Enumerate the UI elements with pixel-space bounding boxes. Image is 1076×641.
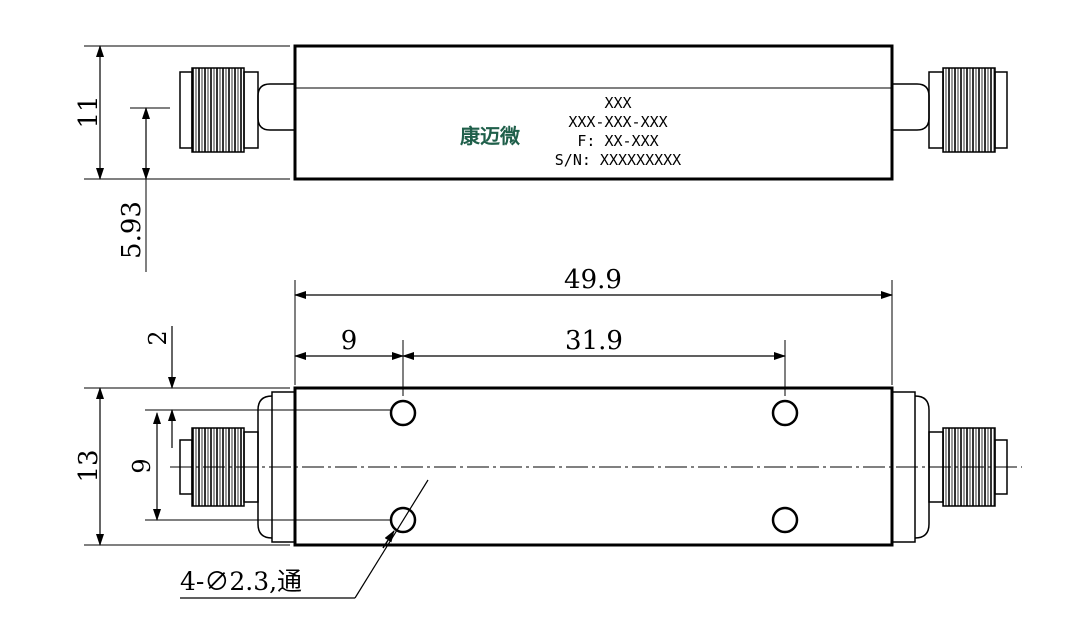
label-line-3: F: XX-XXX: [577, 132, 658, 150]
sma-connector-left-top: [179, 67, 295, 153]
dim-text-319: 31.9: [565, 326, 623, 356]
mounting-hole-top-right: [771, 399, 799, 427]
dim-text-2: 2: [144, 330, 172, 345]
dim-text-11: 11: [74, 95, 104, 128]
mounting-hole-bottom-right: [771, 506, 799, 534]
dim-text-9v: 9: [128, 458, 156, 473]
top-view: 康迈微 XXX XXX-XXX-XXX F: XX-XXX S/N: XXXXX…: [74, 44, 1008, 272]
dim-text-13: 13: [74, 449, 104, 482]
dim-text-9h: 9: [341, 326, 358, 356]
hole-callout-text: 4-∅2.3,通: [180, 567, 302, 596]
sma-connector-right-top: [892, 67, 1008, 153]
sma-connector-right-bottom: [891, 391, 1008, 543]
label-line-4: S/N: XXXXXXXXX: [555, 151, 681, 169]
dim-text-499: 49.9: [564, 265, 622, 295]
label-line-2: XXX-XXX-XXX: [568, 113, 667, 131]
label-line-1: XXX: [604, 94, 631, 112]
mounting-hole-top-left: [389, 399, 417, 427]
callout-leader: [354, 479, 429, 599]
filter-body-top: [293, 44, 894, 181]
mounting-hole-bottom-left: [389, 506, 417, 534]
bottom-view: 49.9 9 31.9 2 13 9 4-∅2.3,通: [74, 265, 1022, 599]
logo-text: 康迈微: [460, 124, 520, 148]
dim-text-593: 5.93: [117, 201, 147, 259]
